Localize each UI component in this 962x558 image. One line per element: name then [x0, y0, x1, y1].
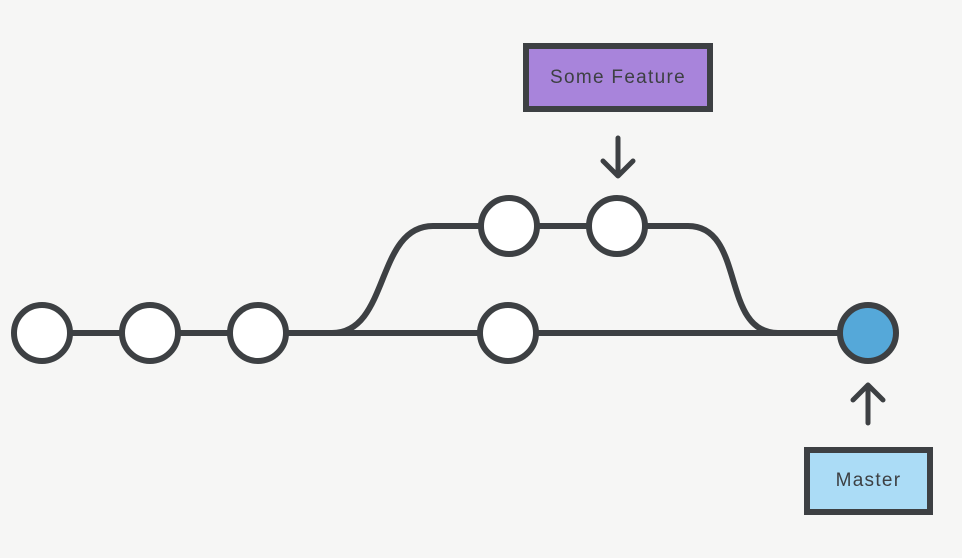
master-pointer-arrow-icon [850, 382, 886, 426]
master-commit-node [227, 302, 289, 364]
master-commit-node [11, 302, 73, 364]
master-commit-node [119, 302, 181, 364]
master-commit-node [477, 302, 539, 364]
feature-branch-label-box: Some Feature [523, 43, 713, 112]
master-branch-label-box: Master [804, 447, 933, 515]
feature-branch-line [329, 223, 781, 336]
feature-pointer-arrow-icon [600, 135, 636, 179]
feature-commit-node [586, 195, 648, 257]
feature-commit-node [478, 195, 540, 257]
master-head-commit-node [837, 302, 899, 364]
master-branch-label: Master [835, 470, 902, 491]
feature-branch-label: Some Feature [550, 66, 686, 88]
